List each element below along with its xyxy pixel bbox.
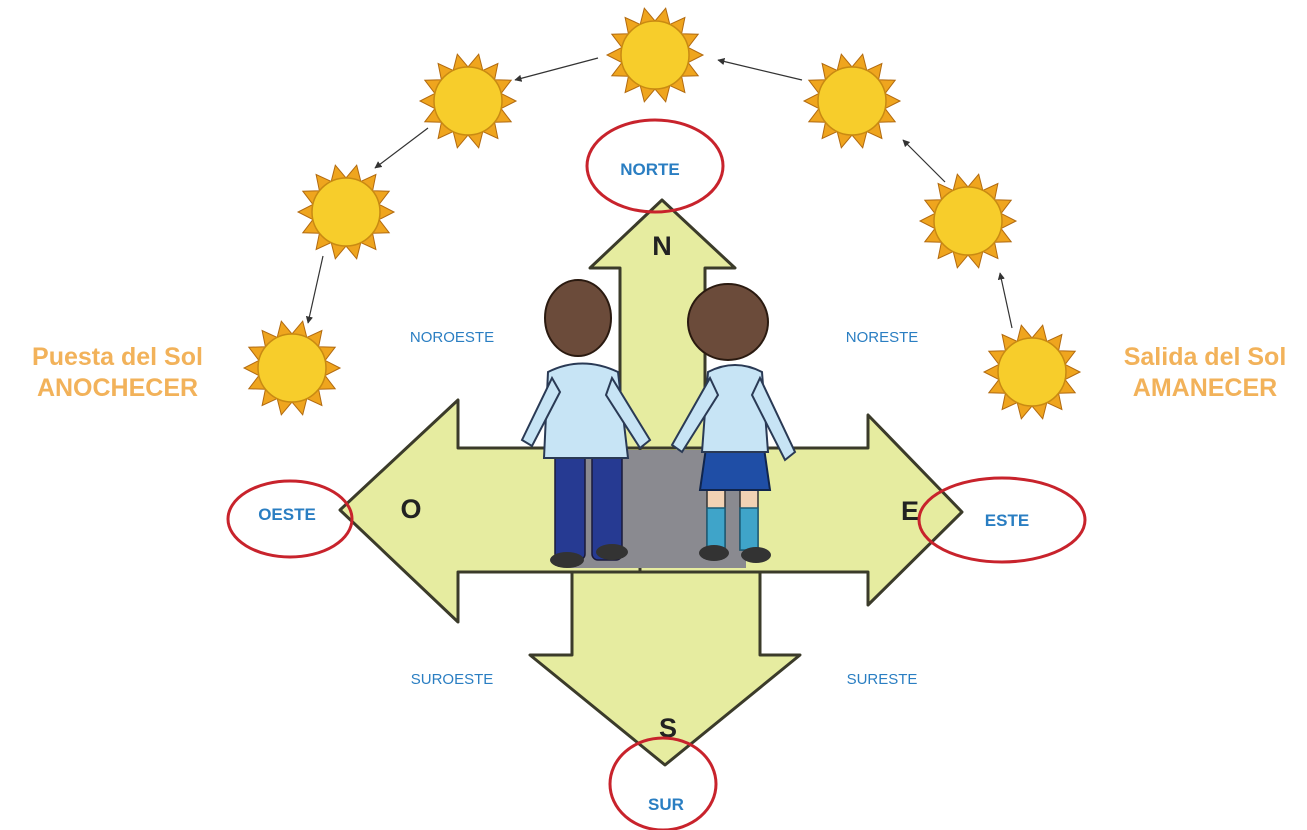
label-este: ESTE xyxy=(985,511,1029,530)
letter-o: O xyxy=(400,494,421,524)
sun-icon xyxy=(802,53,902,149)
south-arrow xyxy=(528,563,802,767)
sun-icon xyxy=(982,324,1082,420)
sunrise-line1: Salida del Sol xyxy=(1123,343,1287,371)
sunset-label: Puesta del Sol ANOCHECER xyxy=(10,342,225,404)
boy xyxy=(520,279,652,568)
girl-sock xyxy=(706,507,726,551)
highlight-oeste xyxy=(226,479,354,559)
girl-torso xyxy=(700,364,770,453)
boy-torso xyxy=(542,362,630,459)
label-noreste: NORESTE xyxy=(846,329,919,346)
boy-leg xyxy=(554,447,586,561)
label-sur: SUR xyxy=(648,795,684,814)
sunset-line1: Puesta del Sol xyxy=(32,343,203,371)
girl-shoe xyxy=(699,545,729,561)
boy-head xyxy=(544,279,612,357)
label-sureste: SURESTE xyxy=(847,671,918,688)
sun-icon xyxy=(242,320,342,416)
boy-leg xyxy=(591,447,623,561)
sun-path-arrow xyxy=(717,57,803,81)
sun-icon xyxy=(418,53,518,149)
boy-shoe xyxy=(596,544,628,560)
sun-path-arrow xyxy=(305,255,324,324)
sun-icon xyxy=(918,173,1018,269)
girl-head xyxy=(687,283,769,361)
highlight-sur xyxy=(608,736,718,830)
suns xyxy=(242,7,1082,420)
girl xyxy=(670,283,797,563)
sun-icon xyxy=(296,164,396,260)
letter-n: N xyxy=(652,231,672,261)
sun-path xyxy=(305,57,1013,329)
letter-s: S xyxy=(659,713,677,743)
sun-path-arrow xyxy=(374,127,429,169)
girl-arm xyxy=(670,375,720,454)
sun-path-arrow xyxy=(902,139,946,183)
boy-arm xyxy=(604,375,652,450)
letter-e: E xyxy=(901,496,919,526)
girl-arm xyxy=(750,375,797,462)
label-noroeste: NOROESTE xyxy=(410,329,494,346)
girl-sock xyxy=(739,507,759,551)
sun-icon xyxy=(605,7,705,103)
label-oeste: OESTE xyxy=(258,505,316,524)
label-norte: NORTE xyxy=(620,160,680,179)
boy-arm xyxy=(520,375,562,448)
sunrise-line2: AMANECER xyxy=(1132,374,1278,402)
sun-path-arrow xyxy=(514,57,599,82)
highlight-este xyxy=(917,476,1087,564)
sunset-line2: ANOCHECER xyxy=(36,374,199,402)
boy-shoe xyxy=(550,552,584,568)
sun-path-arrow xyxy=(997,272,1013,329)
girl-shoe xyxy=(741,547,771,563)
label-suroeste: SUROESTE xyxy=(411,671,494,688)
girl-skirt xyxy=(698,447,772,491)
highlight-norte xyxy=(585,118,725,214)
sunrise-label: Salida del Sol AMANECER xyxy=(1100,342,1307,404)
